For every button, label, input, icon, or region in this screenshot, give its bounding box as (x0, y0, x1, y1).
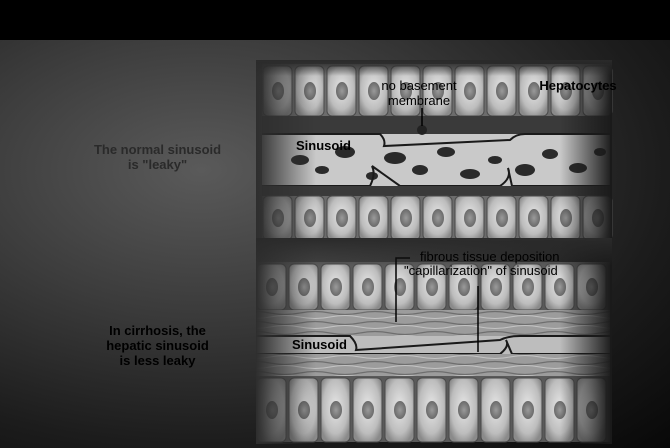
hepatocyte-nucleus (330, 278, 342, 296)
fenestration (412, 165, 428, 175)
label-line: membrane (364, 93, 474, 108)
normal-caption: The normal sinusoid is "leaky" (70, 142, 245, 172)
capillarization-label: "capillarization" of sinusoid (404, 264, 558, 278)
hepatocyte-nucleus (362, 278, 374, 296)
hepatocyte-nucleus (458, 278, 470, 296)
hepatocytes-label: Hepatocytes (528, 78, 628, 93)
hepatocyte-nucleus (522, 401, 534, 419)
caption-line: The normal sinusoid (70, 142, 245, 157)
no-basement-membrane-label: no basement membrane (364, 78, 474, 108)
hepatocyte-nucleus (522, 278, 534, 296)
fenestration (437, 147, 455, 157)
hepatocyte-nucleus (394, 401, 406, 419)
caption-line: is "leaky" (70, 157, 245, 172)
hepatocyte-nucleus (496, 82, 508, 100)
caption-line: In cirrhosis, the (70, 323, 245, 338)
fibrous-tissue-label: fibrous tissue deposition (420, 250, 559, 264)
hepatocyte-nucleus (400, 209, 412, 227)
hepatocyte-nucleus (426, 401, 438, 419)
cirrhosis-caption: In cirrhosis, the hepatic sinusoid is le… (70, 323, 245, 368)
hepatocyte-nucleus (458, 401, 470, 419)
hepatocyte-nucleus (336, 82, 348, 100)
hepatocyte-nucleus (336, 209, 348, 227)
sinusoid-label: Sinusoid (296, 138, 351, 153)
kupffer-cell (417, 125, 427, 135)
hepatocyte-nucleus (330, 401, 342, 419)
hepatocyte-nucleus (426, 278, 438, 296)
hepatocyte-nucleus (464, 209, 476, 227)
fenestration (460, 169, 480, 179)
hepatocyte-nucleus (368, 209, 380, 227)
fenestration (384, 152, 406, 164)
hepatocyte-nucleus (490, 401, 502, 419)
caption-line: hepatic sinusoid (70, 338, 245, 353)
fenestration (315, 166, 329, 174)
vignette-top (256, 60, 612, 76)
hepatocyte-nucleus (432, 209, 444, 227)
sinusoid-label: Sinusoid (292, 337, 347, 352)
hepatocyte-nucleus (362, 401, 374, 419)
hepatocyte-nucleus (490, 278, 502, 296)
fenestration (542, 149, 558, 159)
hepatocyte-nucleus (496, 209, 508, 227)
fenestration (488, 156, 502, 164)
label-line: no basement (364, 78, 474, 93)
caption-line: is less leaky (70, 353, 245, 368)
fenestration (515, 164, 535, 176)
hepatocyte-nucleus (528, 209, 540, 227)
